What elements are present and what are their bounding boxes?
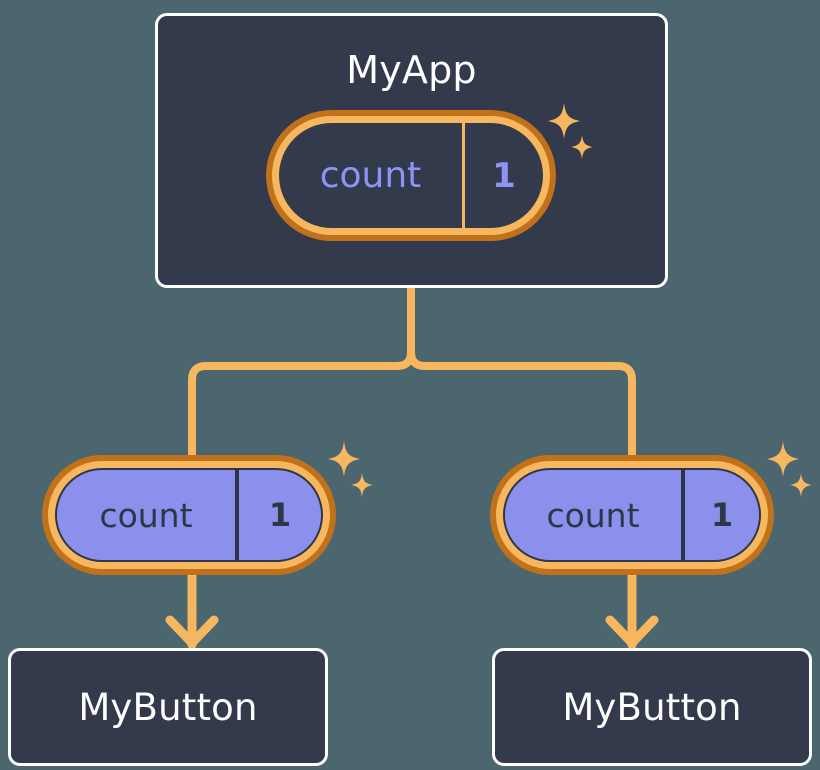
state-capsule-myapp[interactable]: count 1 bbox=[266, 110, 556, 241]
connector-parent-to-left-state bbox=[188, 285, 415, 466]
state-capsule-right[interactable]: count 1 bbox=[490, 455, 774, 575]
component-box-mybutton-right[interactable]: MyButton bbox=[492, 648, 812, 766]
state-capsule-face-left: count 1 bbox=[55, 468, 323, 562]
component-title-myapp: MyApp bbox=[346, 48, 477, 92]
state-capsule-face-right: count 1 bbox=[503, 468, 761, 562]
component-title-mybutton-right: MyButton bbox=[562, 685, 742, 729]
state-value-right: 1 bbox=[681, 470, 759, 560]
state-capsule-left[interactable]: count 1 bbox=[42, 455, 336, 575]
state-key-left: count bbox=[99, 495, 193, 535]
state-value-left: 1 bbox=[235, 470, 321, 560]
arrowhead-left-icon bbox=[165, 615, 219, 648]
component-box-mybutton-left[interactable]: MyButton bbox=[8, 648, 328, 766]
arrowhead-right-icon bbox=[605, 615, 659, 648]
state-capsule-ring-myapp: count 1 bbox=[272, 116, 550, 235]
state-capsule-ring-left: count 1 bbox=[48, 461, 330, 569]
state-capsule-face-myapp: count 1 bbox=[279, 123, 543, 228]
state-capsule-ring-right: count 1 bbox=[496, 461, 768, 569]
sparkle-large-icon bbox=[767, 441, 799, 477]
sparkle-small-icon bbox=[790, 473, 812, 497]
component-title-mybutton-left: MyButton bbox=[78, 685, 258, 729]
sparkle-large-icon bbox=[328, 441, 360, 477]
sparkle-small-icon bbox=[351, 473, 373, 497]
state-value-myapp: 1 bbox=[462, 123, 543, 228]
state-key-right: count bbox=[546, 495, 640, 535]
state-key-myapp: count bbox=[319, 155, 422, 196]
connector-parent-to-right-state bbox=[407, 285, 636, 466]
